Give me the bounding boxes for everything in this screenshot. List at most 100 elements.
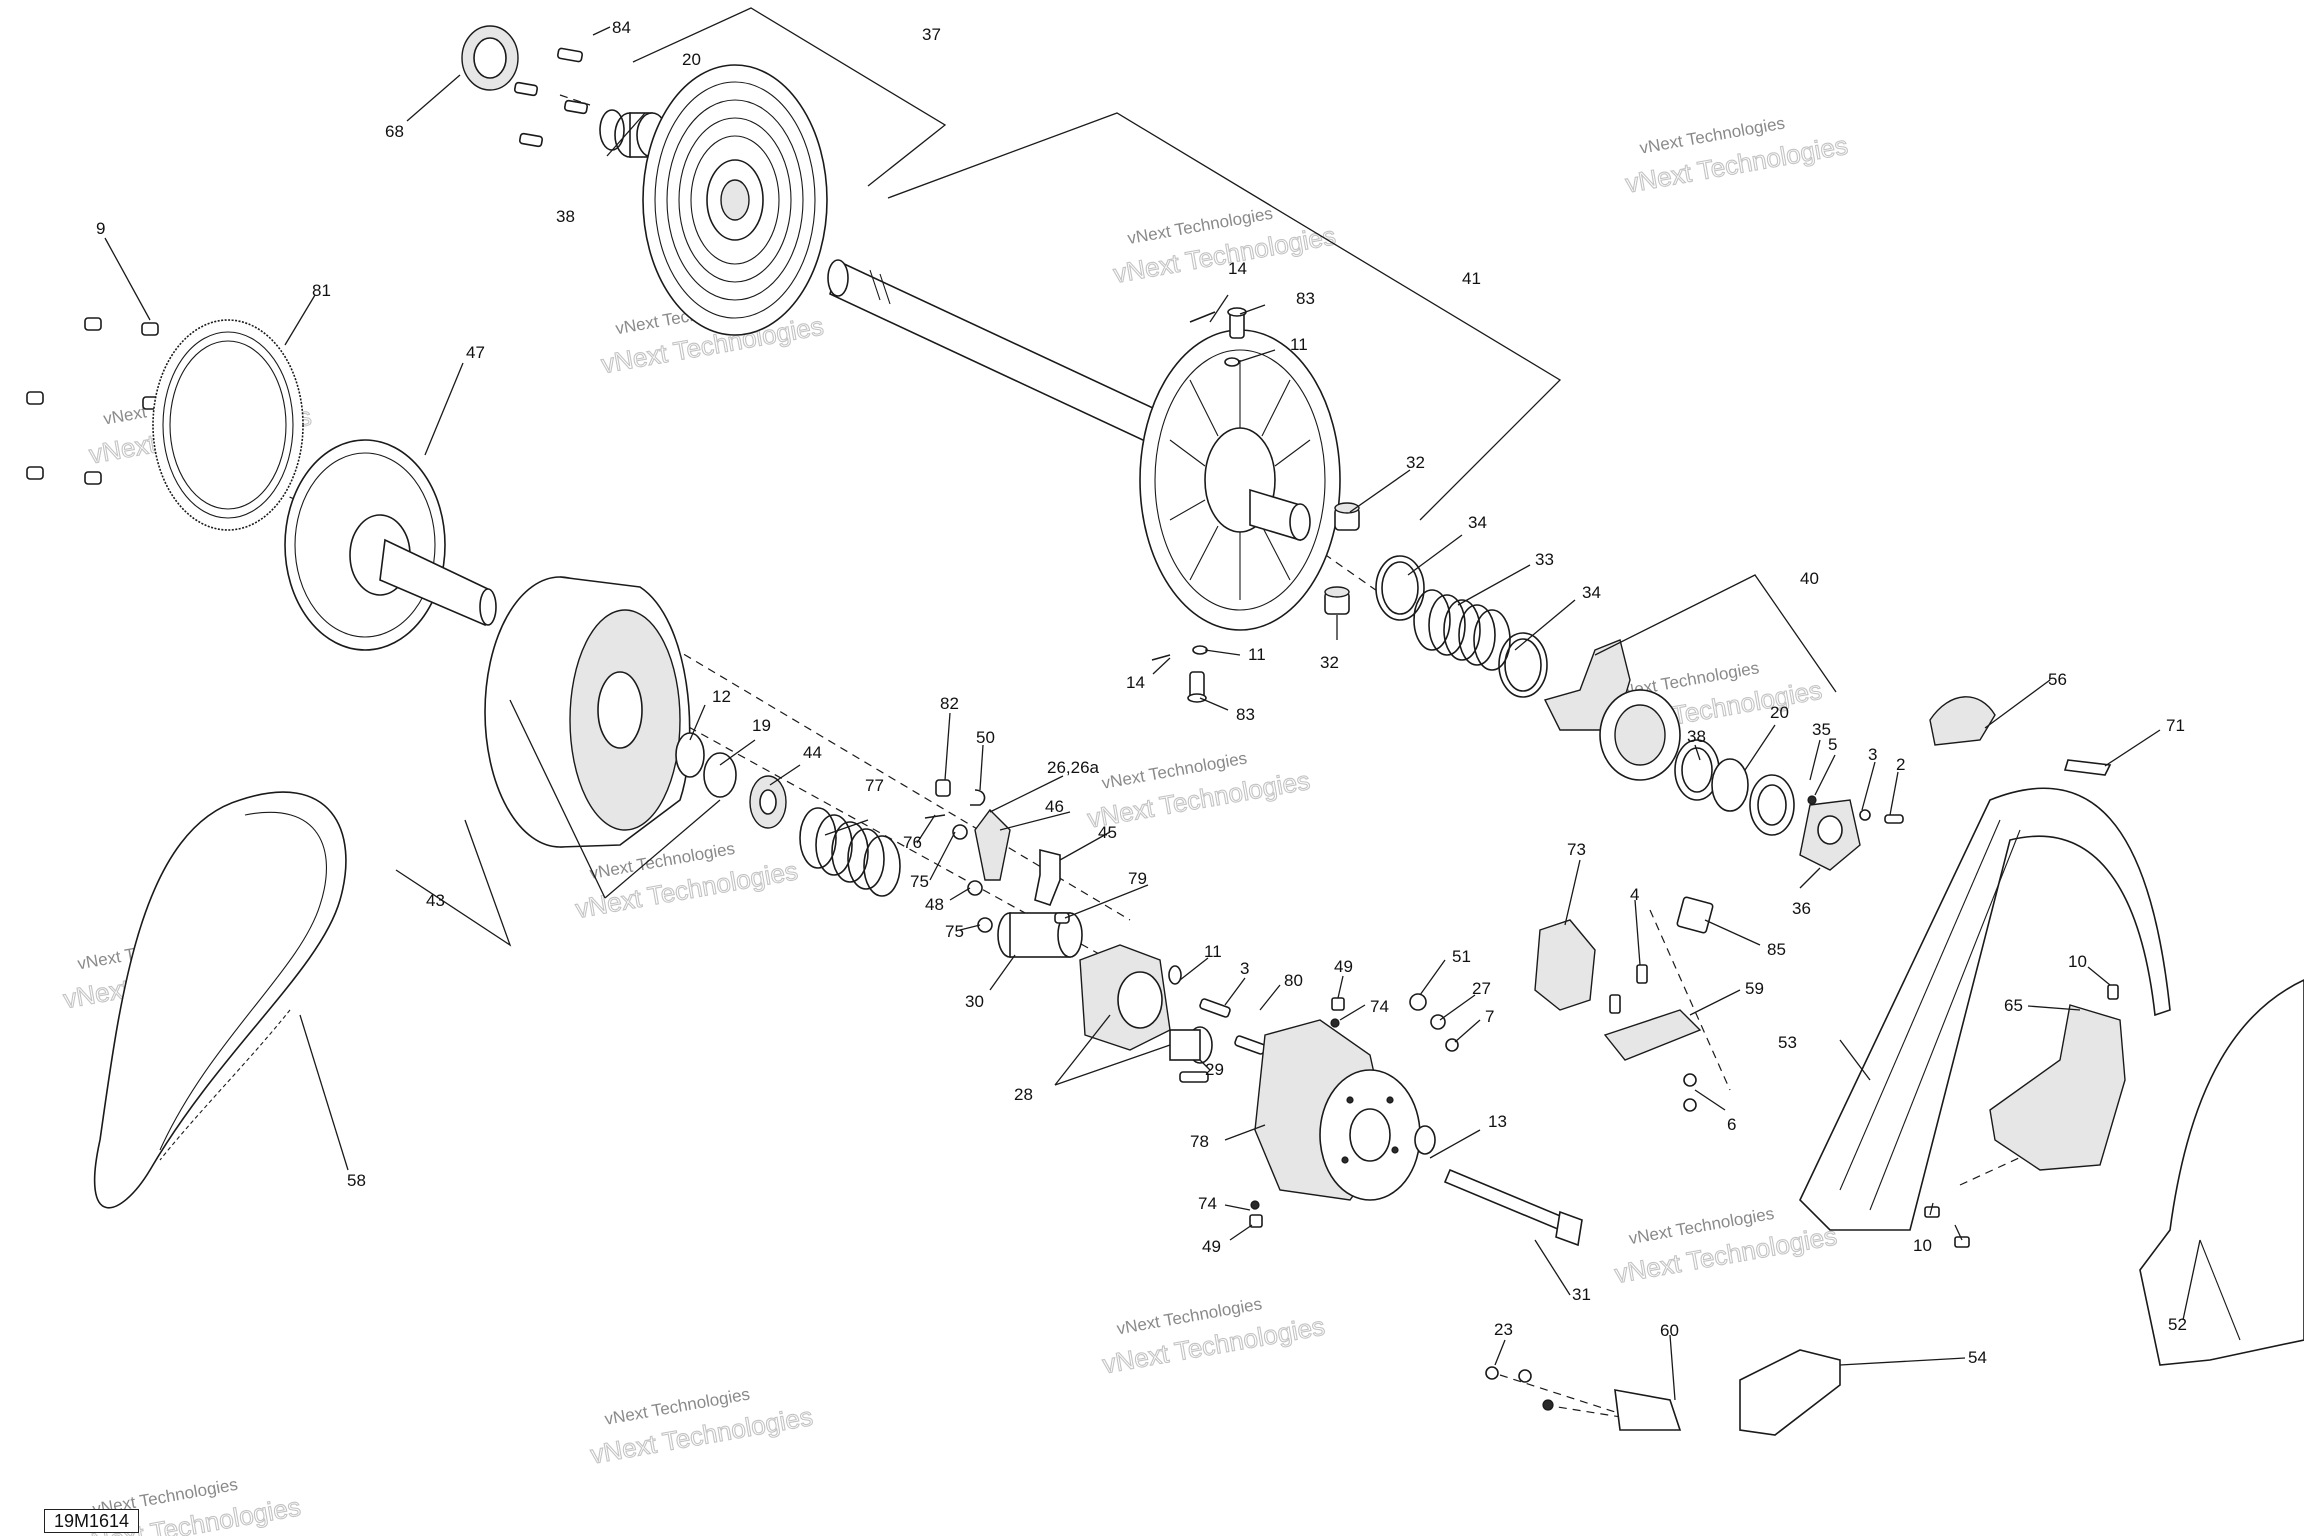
rings-34 [1375,555,1548,698]
clip-85 [1676,896,1714,934]
callout-6: 6 [1727,1115,1736,1134]
clip-71 [2063,759,2112,776]
callout-2: 2 [1896,755,1905,774]
callout-53: 53 [1778,1033,1797,1052]
callout-40: 40 [1800,569,1819,588]
spring-33 [1413,589,1511,671]
rings-12-19-44 [675,732,787,829]
callout-30: 30 [965,992,984,1011]
callout-75: 75 [945,922,964,941]
cover-52 [2139,979,2304,1366]
callout-74: 74 [1198,1194,1217,1213]
callout-10: 10 [1913,1236,1932,1255]
callout-78: 78 [1190,1132,1209,1151]
pins-3 [1199,998,1266,1055]
callout-83: 83 [1236,705,1255,724]
callout-labels: 84 37 20 68 38 9 81 47 14 83 11 41 32 34… [96,18,2187,1367]
bracket-60 [1614,1389,1682,1431]
callout-41: 41 [1462,269,1481,288]
callout-34: 34 [1468,513,1487,532]
callout-58: 58 [347,1171,366,1190]
callout-10: 10 [2068,952,2087,971]
callout-9: 9 [96,219,105,238]
callout-32: 32 [1406,453,1425,472]
sheave-41 [1139,329,1341,631]
bracket-59 [1603,1009,1702,1061]
small-parts-82-50-76-75-48 [924,779,993,933]
callout-44: 44 [803,743,822,762]
bushing-30 [997,912,1083,958]
callout-3: 3 [1240,959,1249,978]
bolts-84 [513,47,589,148]
callout-50: 50 [976,728,995,747]
callout-84: 84 [612,18,631,37]
guard-56 [1929,696,1996,746]
callout-32: 32 [1320,653,1339,672]
clip-bracket-73 [1534,919,1596,1011]
spring-77 [799,807,901,897]
sheave-37 [642,64,828,336]
callout-85: 85 [1767,940,1786,959]
bolts-9 [26,317,160,485]
callout-11: 11 [1290,335,1308,354]
guard-53 [1799,787,2171,1231]
arm-46 [974,808,1011,881]
ring-gear-81 [152,319,304,531]
callout-65: 65 [2004,996,2023,1015]
callout-74: 74 [1370,997,1389,1016]
callout-73: 73 [1567,840,1586,859]
callout-75: 75 [910,872,929,891]
roller-79 [1054,912,1070,924]
callout-49: 49 [1334,957,1353,976]
callout-54: 54 [1968,1348,1987,1367]
small-parts-49-74-51-27-7 [1249,993,1459,1228]
callout-5: 5 [1828,735,1837,754]
washer-13 [1414,1125,1436,1155]
callout-79: 79 [1128,869,1147,888]
callout-12: 12 [712,687,731,706]
callout-20: 20 [682,50,701,69]
rings-38-20-35 [1674,739,1795,836]
callout-29: 29 [1205,1060,1224,1079]
callout-47: 47 [466,343,485,362]
diagram-reference-code: 19M1614 [44,1509,139,1533]
callout-56: 56 [2048,670,2067,689]
callout-83: 83 [1296,289,1315,308]
callout-11: 11 [1204,942,1222,961]
leader-lines [104,7,2201,1401]
callout-38: 38 [1687,727,1706,746]
callout-36: 36 [1792,899,1811,918]
callout-68: 68 [385,122,404,141]
callout-38: 38 [556,207,575,226]
callout-26-26a: 26,26a [1047,758,1100,777]
callout-37: 37 [922,25,941,44]
callout-4: 4 [1630,885,1639,904]
callout-49: 49 [1202,1237,1221,1256]
bolts-83 [1187,307,1247,703]
callout-7: 7 [1485,1007,1494,1026]
callout-76: 76 [903,833,922,852]
bolts-10 [1924,984,2119,1248]
hub-78 [1254,1019,1421,1201]
callout-35: 35 [1812,720,1831,739]
callout-31: 31 [1572,1285,1591,1304]
callout-11: 11 [1248,645,1266,664]
callout-45: 45 [1098,823,1117,842]
pins-14 [1151,311,1216,661]
callout-14: 14 [1228,259,1247,278]
callout-48: 48 [925,895,944,914]
callout-77: 77 [865,776,884,795]
callout-28: 28 [1014,1085,1033,1104]
governor-cup-28 [1079,944,1213,1083]
callout-23: 23 [1494,1320,1513,1339]
callout-3: 3 [1868,745,1877,764]
callout-60: 60 [1660,1321,1679,1340]
callout-19: 19 [752,716,771,735]
callout-52: 52 [2168,1315,2187,1334]
callout-43: 43 [426,891,445,910]
bracket-65 [1989,1004,2126,1171]
callout-20: 20 [1770,703,1789,722]
belt-58 [93,791,347,1209]
bolt-31 [1443,1168,1583,1247]
